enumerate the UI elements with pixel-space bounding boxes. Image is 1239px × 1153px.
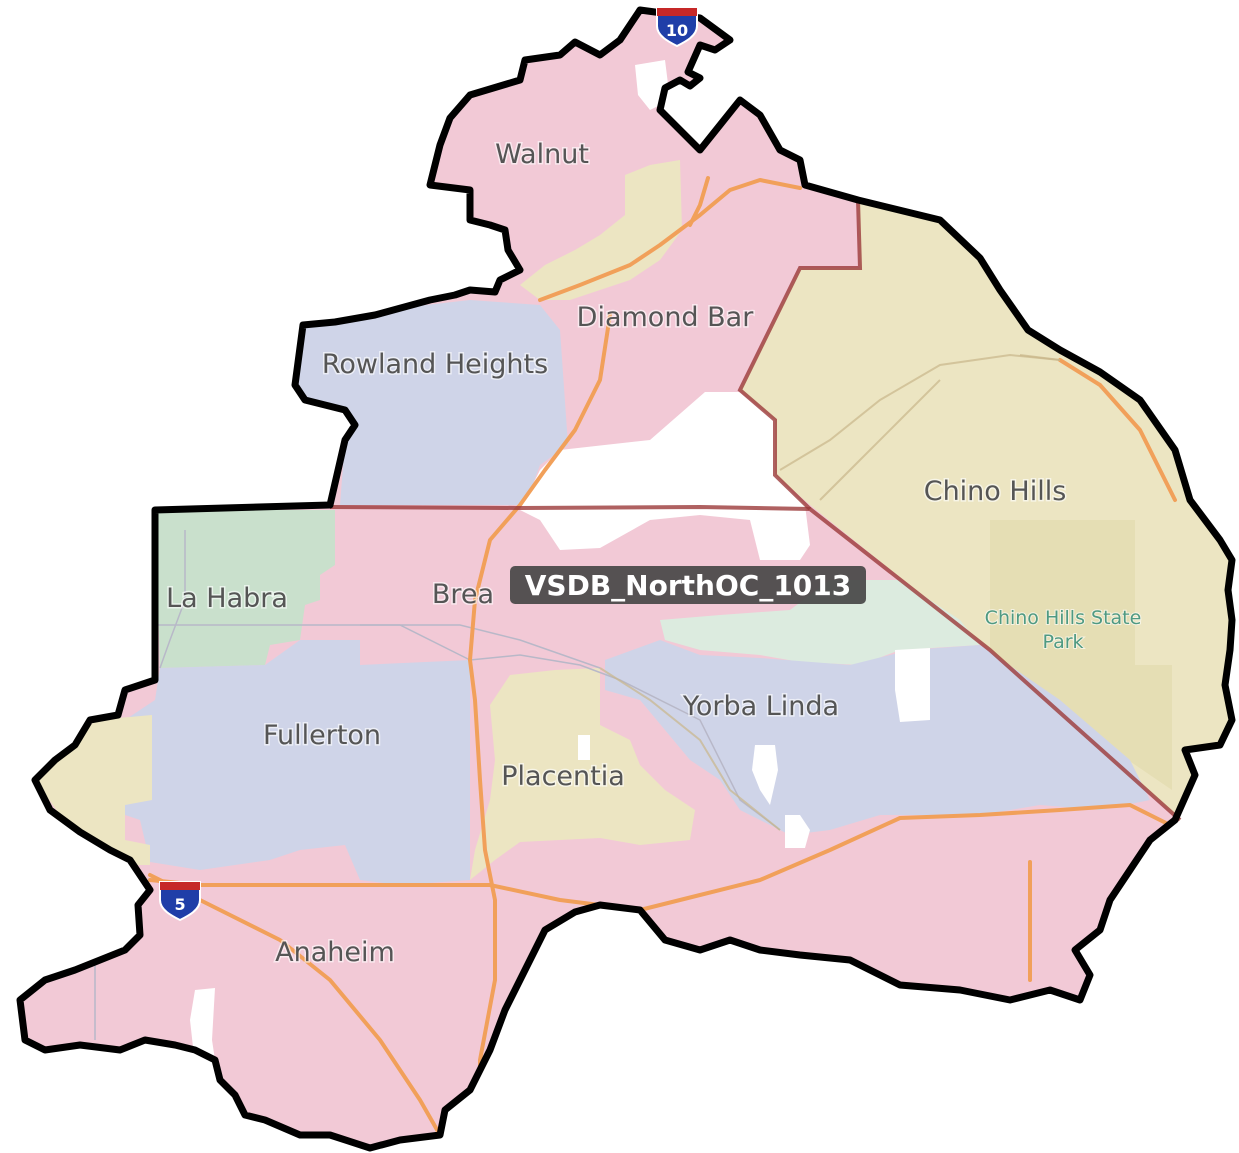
unincorporated-hole-yl2 [785, 815, 810, 848]
highway-57 [468, 313, 612, 1102]
highway-60 [538, 178, 802, 302]
highway-diamond-bar-spur [688, 176, 710, 227]
unincorporated-hole-yl [752, 745, 778, 805]
park-label-line2: Park [1042, 631, 1083, 653]
walnut-beige-area [520, 160, 682, 300]
city-label-yorba-linda: Yorba Linda [682, 691, 839, 722]
city-label-walnut: Walnut [495, 139, 589, 170]
interstate-shield-icon [159, 881, 201, 922]
city-label-anaheim: Anaheim [275, 937, 395, 968]
city-label-placentia: Placentia [501, 761, 625, 792]
city-label-brea: Brea [432, 579, 494, 610]
city-label-fullerton: Fullerton [263, 720, 381, 751]
unincorporated-hole-placentia [578, 735, 590, 760]
yorba-linda-area [605, 640, 1150, 835]
interstate-10-number: 10 [666, 21, 688, 40]
placentia-area [470, 668, 695, 880]
highway-91 [148, 803, 1172, 912]
district-id-label: VSDB_NorthOC_1013 [525, 569, 852, 602]
highway-71 [1058, 358, 1177, 502]
interstate-shield-top-icon [657, 8, 697, 16]
interstate-10-shield: 10 [656, 7, 698, 48]
la-habra-area [155, 510, 335, 668]
interstate-shield-top-icon [160, 882, 200, 890]
west-beige-area [35, 715, 152, 865]
city-label-rowland-heights: Rowland Heights [322, 349, 548, 380]
city-label-diamond-bar: Diamond Bar [577, 302, 755, 333]
city-label-la-habra: La Habra [166, 583, 288, 614]
interstate-5-shield: 5 [159, 881, 201, 922]
unincorporated-hole-anaheim [190, 988, 215, 1065]
chino-hills-state-park-area [990, 520, 1172, 790]
park-label-line1: Chino Hills State [985, 607, 1142, 629]
interstate-5-number: 5 [174, 895, 185, 914]
interstate-shield-icon [656, 7, 698, 48]
rowland-heights-area [295, 300, 568, 505]
unincorporated-area [520, 392, 810, 560]
secondary-roads [599, 353, 1061, 831]
district-id-badge: VSDB_NorthOC_1013 [510, 566, 866, 604]
unincorporated-hole-yl3 [895, 648, 930, 722]
fullerton-area [125, 640, 470, 885]
district-id-badge-bg [510, 566, 866, 604]
county-line [329, 504, 1182, 822]
county-line-east [737, 199, 863, 511]
yorba-linda-green-area [660, 580, 980, 665]
city-label-chino-hills: Chino Hills [924, 476, 1067, 507]
district-boundary [16, 6, 1236, 1152]
